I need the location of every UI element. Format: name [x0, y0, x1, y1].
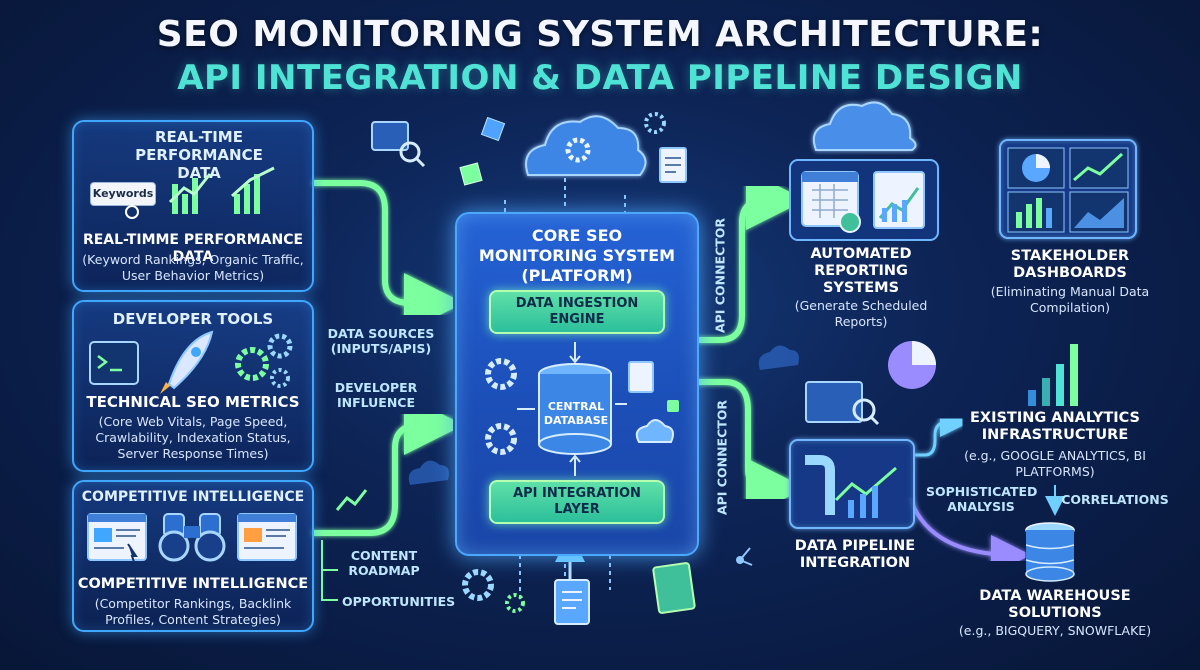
realtime-panel-title: REAL-TIME PERFORMANCE DATA: [135, 128, 263, 182]
core-system-title: CORE SEO MONITORING SYSTEM (PLATFORM): [478, 226, 676, 285]
page-subtitle: API INTEGRATION & DATA PIPELINE DESIGN: [177, 58, 1023, 98]
terminal-icon: [89, 341, 139, 385]
arrow-core-to-reporting: [697, 170, 806, 343]
central-database-label: CENTRAL DATABASE: [543, 400, 609, 427]
developer-influence-label: DEVELOPER INFLUENCE: [334, 380, 418, 410]
data-sources-label: DATA SOURCES (INPUTS/APIS): [327, 326, 435, 356]
arrow-core-to-pipeline: [697, 379, 806, 518]
warehouse-heading: DATA WAREHOUSE SOLUTIONS: [979, 588, 1131, 621]
sophisticated-analysis-label: SOPHISTICATED ANALYSIS: [926, 484, 1038, 514]
devtools-heading: TECHNICAL SEO METRICS: [86, 393, 300, 411]
correlations-label: CORRELATIONS: [1061, 492, 1169, 507]
reporting-heading: AUTOMATED REPORTING SYSTEMS: [810, 246, 912, 296]
competitive-panel: COMPETITIVE INTELLIGENCE COMPETITIVE INT…: [72, 480, 314, 632]
analytics-heading: EXISTING ANALYTICS INFRASTRUCTURE: [970, 410, 1140, 443]
database-icon: [485, 342, 679, 476]
api-integration-layer[interactable]: API INTEGRATION LAYER: [489, 480, 665, 524]
rocket-icon: [160, 330, 214, 394]
realtime-heading: REAL-TIMME PERFORMANCE DATA: [82, 232, 304, 265]
data-ingestion-engine-label: DATA INGESTION ENGINE: [515, 296, 639, 327]
pipeline-heading: DATA PIPELINE INTEGRATION: [794, 538, 916, 571]
devtools-panel-title: DEVELOPER TOOLS: [112, 310, 274, 328]
keywords-search-icon: Keywords: [90, 182, 156, 206]
arrow-competitive-to-core: [312, 395, 464, 536]
analytics-description: (e.g., GOOGLE ANALYTICS, BI PLATFORMS): [964, 448, 1146, 479]
browser-icon: [87, 513, 297, 563]
page-title: SEO MONITORING SYSTEM ARCHITECTURE:: [156, 14, 1044, 55]
devtools-description: (Core Web Vitals, Page Speed, Crawlabili…: [95, 414, 291, 461]
bar-chart-icon: [125, 166, 275, 219]
competitive-heading: COMPETITIVE INTELLIGENCE: [77, 576, 309, 592]
arrow-realtime-to-core: [312, 180, 464, 333]
bracket-lines: [321, 540, 338, 601]
dashboards-heading: STAKEHOLDER DASHBOARDS: [1010, 248, 1130, 281]
arrow-pipeline-to-warehouse: [908, 497, 1031, 575]
api-integration-layer-label: API INTEGRATION LAYER: [513, 486, 641, 517]
competitive-description: (Competitor Rankings, Backlink Profiles,…: [94, 596, 292, 627]
devtools-panel: DEVELOPER TOOLS TECHNICAL SEO METRICS (C…: [72, 300, 314, 472]
competitive-panel-title: COMPETITIVE INTELLIGENCE: [81, 489, 305, 505]
binoculars-icon: [158, 513, 226, 562]
reporting-description: (Generate Scheduled Reports): [794, 298, 928, 329]
warehouse-description: (e.g., BIGQUERY, SNOWFLAKE): [958, 623, 1152, 638]
data-ingestion-engine[interactable]: DATA INGESTION ENGINE: [489, 290, 665, 334]
core-system-panel: CORE SEO MONITORING SYSTEM (PLATFORM) DA…: [455, 212, 699, 556]
content-roadmap-label: CONTENT ROADMAP: [348, 548, 420, 578]
dashboards-description: (Eliminating Manual Data Compilation): [990, 284, 1150, 315]
realtime-panel: REAL-TIME PERFORMANCE DATA Keywords REAL…: [72, 120, 314, 292]
gears-icon: [235, 333, 293, 388]
opportunities-label: OPPORTUNITIES: [342, 594, 456, 609]
realtime-description: (Keyword Rankings, Organic Traffic, User…: [82, 252, 304, 283]
arrow-pipeline-to-analytics: [915, 407, 970, 457]
